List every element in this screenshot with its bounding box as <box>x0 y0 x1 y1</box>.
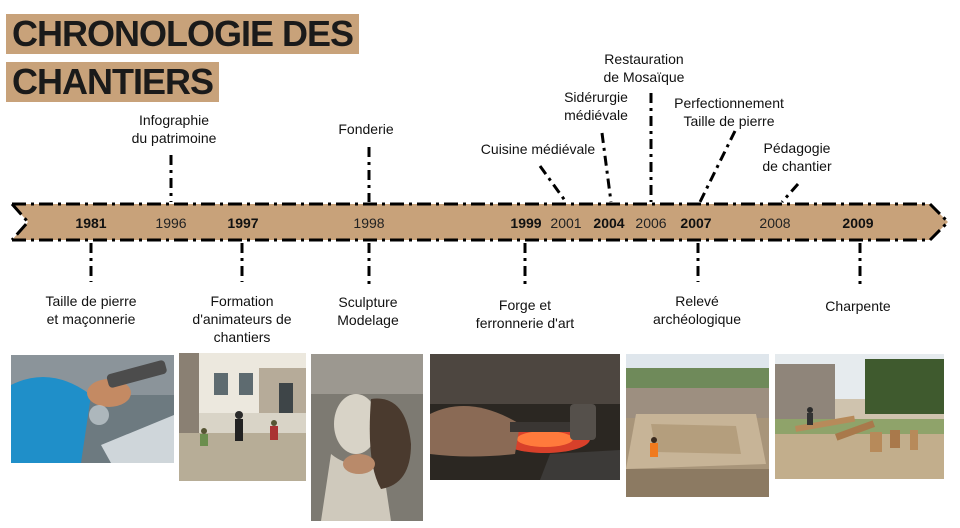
year-label: 1997 <box>227 215 259 231</box>
year-label: 1996 <box>155 215 187 231</box>
event-label-cuisine: Cuisine médiévale <box>480 141 596 157</box>
connector-siderurgie <box>600 132 613 203</box>
archaeology-dig-photo <box>626 354 769 497</box>
year-label: 2001 <box>550 215 582 231</box>
year-label: 2007 <box>680 215 712 231</box>
event-label-fonderie: Fonderie <box>338 121 394 137</box>
year-label: 2004 <box>593 215 625 231</box>
sculpture-modeling-photo <box>311 354 423 521</box>
timber-framing-photo <box>775 354 944 479</box>
timeline-bottom-border <box>12 220 950 242</box>
timeline-tail <box>10 203 31 241</box>
year-label: 2008 <box>759 215 791 231</box>
connector-pedagogie <box>780 183 800 203</box>
timeline-band <box>12 204 948 240</box>
page-title-line2: CHANTIERS <box>6 62 220 102</box>
page-title-line1: CHRONOLOGIE DES <box>6 14 360 54</box>
year-label: 2009 <box>842 215 874 231</box>
event-label-charpente: Charpente <box>825 298 891 314</box>
year-label: 1998 <box>353 215 385 231</box>
connector-cuisine <box>538 165 568 203</box>
stone-carving-photo <box>11 355 174 463</box>
year-label: 1981 <box>75 215 107 231</box>
connector-perfectionnement <box>698 130 737 203</box>
forge-photo <box>430 354 620 480</box>
courtyard-training-photo <box>179 353 306 481</box>
year-label: 1999 <box>510 215 542 231</box>
timeline-top-border <box>12 202 950 224</box>
year-label: 2006 <box>635 215 667 231</box>
